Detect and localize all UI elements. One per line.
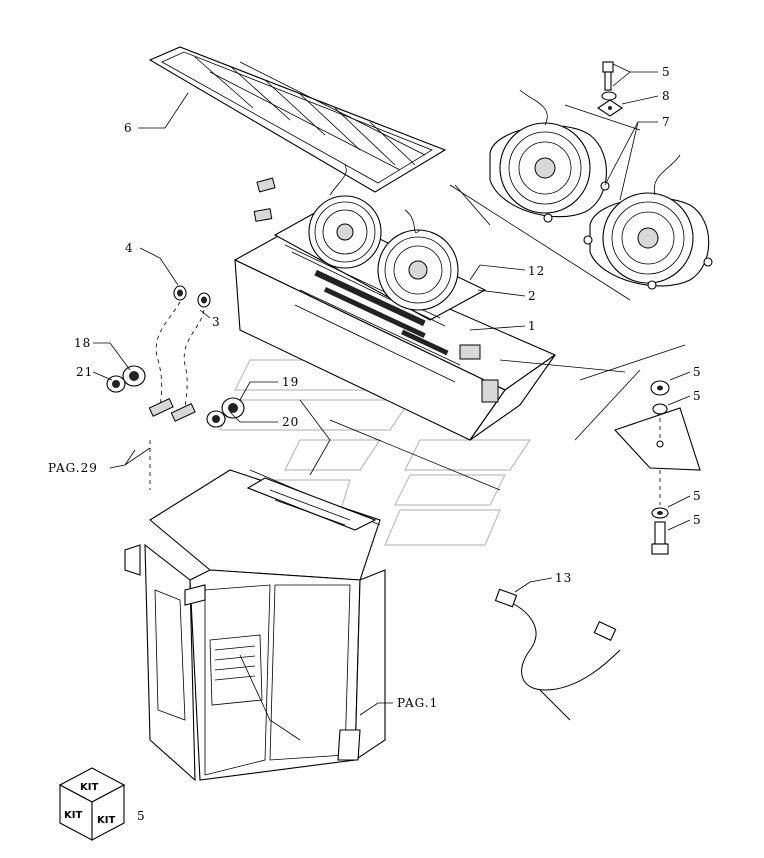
callout-5-lower-washer: 5 xyxy=(693,489,702,503)
callout-20: 20 xyxy=(282,415,299,429)
wiring-harness xyxy=(494,588,621,721)
callout-2: 2 xyxy=(528,289,537,303)
refrigerant-hoses xyxy=(149,177,276,490)
callout-13: 13 xyxy=(555,571,572,585)
callout-5-washer: 5 xyxy=(693,389,702,403)
callout-5-lower-bolt: 5 xyxy=(693,513,702,527)
callout-12: 12 xyxy=(528,264,545,278)
spare-fan-left xyxy=(489,89,610,223)
vent-slots xyxy=(314,269,449,356)
callout-7: 7 xyxy=(662,115,671,129)
callout-6: 6 xyxy=(124,121,133,135)
callout-3: 3 xyxy=(212,315,221,329)
spare-fan-right xyxy=(583,154,713,290)
callout-19: 19 xyxy=(282,375,299,389)
callout-5-bolt: 5 xyxy=(662,65,671,79)
callout-8: 8 xyxy=(662,89,671,103)
callout-5-nut: 5 xyxy=(693,365,702,379)
callout-kit-ref: 5 xyxy=(137,809,146,823)
leader-lines xyxy=(92,63,691,716)
ac-housing-unit xyxy=(233,234,557,441)
callout-pag-29: PAG.29 xyxy=(48,461,98,475)
tractor-cab xyxy=(124,469,386,782)
callout-pag-1: PAG.1 xyxy=(397,696,438,710)
kit-label-top: KIT xyxy=(80,782,98,793)
kit-cube-icon: KIT KIT KIT xyxy=(58,767,126,841)
callout-4: 4 xyxy=(125,241,134,255)
callout-labels: 6 5 8 7 4 3 12 2 1 18 21 19 20 5 5 5 5 1… xyxy=(48,65,702,823)
kit-label-left: KIT xyxy=(64,810,82,821)
callout-1: 1 xyxy=(528,319,537,333)
hose-fittings xyxy=(129,398,196,460)
fastener-set-top xyxy=(597,61,623,117)
condenser-assembly xyxy=(273,164,487,327)
fastener-set-right xyxy=(614,380,701,555)
kit-label-right: KIT xyxy=(97,815,115,826)
callout-18: 18 xyxy=(74,336,91,350)
callout-21: 21 xyxy=(76,365,93,379)
grommets xyxy=(106,365,245,428)
watermark-logo xyxy=(219,359,532,546)
filter-panel xyxy=(148,46,447,193)
